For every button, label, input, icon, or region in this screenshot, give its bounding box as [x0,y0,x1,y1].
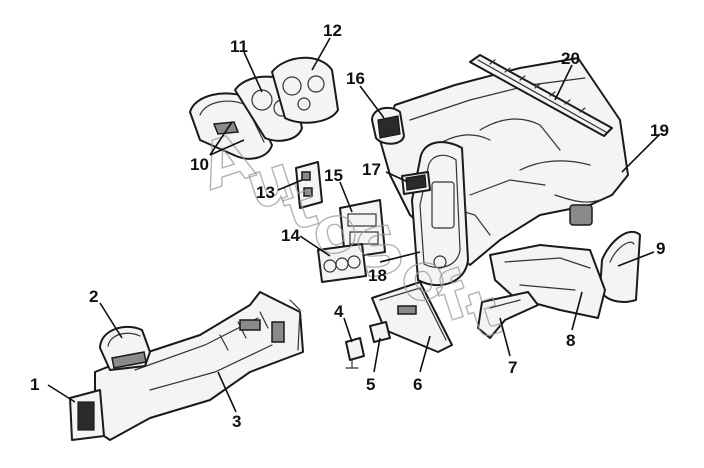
glove-box-bracket [477,291,539,339]
callout-20: 20 [561,49,580,68]
lock-cylinder-with-key [345,337,365,369]
leader-13 [277,179,303,191]
callout-3: 3 [232,412,241,431]
callout-16: 16 [346,69,365,88]
leader-14 [299,235,331,257]
callout-18: 18 [368,266,387,285]
leader-19 [621,133,661,173]
instrument-cluster [271,56,339,124]
defroster-vent-strip [469,54,613,137]
console-armrest-lid [99,325,151,371]
callout-17: 17 [362,160,381,179]
leader-17 [385,171,409,183]
callout-19: 19 [650,121,669,140]
leader-7 [499,317,511,357]
leader-10b [209,139,245,156]
leader-1 [47,384,76,403]
callout-15: 15 [324,166,343,185]
leader-18 [379,251,421,263]
leader-2 [99,302,123,339]
center-console [94,291,304,441]
callout-9: 9 [656,239,665,258]
leader-lines [47,37,661,413]
callout-11: 11 [230,37,248,56]
heater-control-panel [317,243,367,283]
leader-8 [571,291,583,331]
leader-5 [373,337,381,373]
console-end-trim [69,389,105,441]
callout-2: 2 [89,287,98,306]
callout-labels: 1 2 3 4 5 6 7 8 9 10 11 12 13 14 15 16 1… [30,21,669,431]
lower-trim-panel [489,244,606,319]
callout-10: 10 [190,155,209,174]
side-end-panel [599,230,641,303]
callout-1: 1 [30,375,39,394]
callout-12: 12 [323,21,342,40]
leader-16 [359,85,385,119]
radio-bezel [339,199,386,259]
callout-7: 7 [508,358,517,377]
leader-20 [554,64,573,101]
glove-box-latch [369,321,391,343]
callout-14: 14 [281,226,300,245]
switch-panel-small [295,161,323,209]
callout-5: 5 [366,375,375,394]
callout-8: 8 [566,331,575,350]
center-air-vent [401,171,431,195]
leader-11 [243,51,263,93]
callout-13: 13 [256,183,275,202]
leader-15 [339,181,353,213]
leader-3 [217,371,237,413]
callout-4: 4 [334,302,344,321]
leader-10a [209,121,233,156]
callout-6: 6 [413,375,422,394]
leader-12 [311,37,331,71]
leader-4 [343,317,353,343]
left-air-vent [371,106,405,145]
leader-9 [617,251,655,267]
leader-6 [419,335,431,373]
